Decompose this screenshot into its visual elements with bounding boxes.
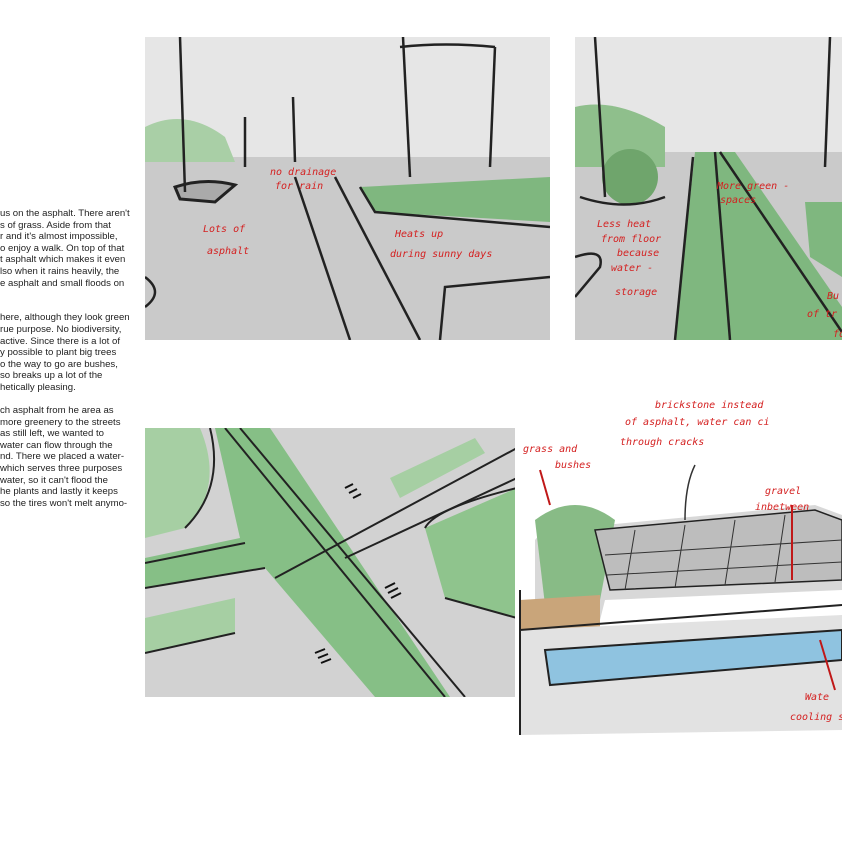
note: Heats up <box>394 229 443 240</box>
p1-line: e asphalt and small floods on <box>0 277 125 289</box>
note: bushes <box>555 460 591 471</box>
note: inbetween <box>755 502 809 513</box>
p1-line: lso when it rains heavily, the <box>0 265 120 277</box>
note: water - <box>611 263 653 274</box>
p3-line: nd. There we placed a water- <box>0 451 125 463</box>
p2-line: y possible to plant big trees <box>0 347 117 359</box>
p2-line: so breaks up a lot of the <box>0 370 103 382</box>
p2-line: rue purpose. No biodiversity, <box>0 323 122 335</box>
note: Less heat <box>597 219 651 230</box>
p2-line: o the way to go are bushes, <box>0 358 118 370</box>
sketch-street-before: no drainage for rain Lots of asphalt Hea… <box>145 37 550 340</box>
note: brickstone instead <box>655 400 764 411</box>
sketch-intersection-topview <box>145 428 517 697</box>
p1-line: t asphalt which makes it even <box>0 254 126 266</box>
p3-line: as still left, we wanted to <box>0 428 104 440</box>
note: fo <box>833 329 842 340</box>
p1-line: r and it's almost impossible, <box>0 231 118 243</box>
p1-line: us on the asphalt. There aren't <box>0 208 130 219</box>
note: for rain <box>275 181 323 192</box>
note: from floor <box>601 234 661 245</box>
note: asphalt <box>207 246 249 257</box>
note: through cracks <box>620 437 704 448</box>
note: grass and <box>523 444 578 455</box>
p1-line: s of grass. Aside from that <box>0 219 111 231</box>
body-text: us on the asphalt. There aren't s of gra… <box>0 208 140 509</box>
note: Bu <box>827 291 839 302</box>
note: of asphalt, water can ci <box>625 417 770 428</box>
p3-line: he plants and lastly it keeps <box>0 486 118 498</box>
p3-line: more greenery to the streets <box>0 416 121 428</box>
note: spaces <box>720 195 756 206</box>
note: cooling s <box>790 712 842 723</box>
p3-line: water can flow through the <box>0 439 113 451</box>
note: More green - <box>716 181 789 192</box>
note: no drainage <box>270 167 336 178</box>
note: of tr <box>807 309 837 320</box>
note: gravel <box>765 486 801 497</box>
p2-line: hetically pleasing. <box>0 381 76 393</box>
note: Wate <box>805 692 829 703</box>
sketch-street-after: More green - spaces Less heat from floor… <box>575 37 842 340</box>
p3-line: water, so it can't flood the <box>0 474 108 486</box>
p3-line: ch asphalt from he area as <box>0 405 114 417</box>
sketch-street-section: brickstone instead of asphalt, water can… <box>515 390 842 740</box>
p2-line: active. Since there is a lot of <box>0 335 120 347</box>
p1-line: o enjoy a walk. On top of that <box>0 242 125 254</box>
note: Lots of <box>203 224 246 235</box>
p3-line: so the tires won't melt anymo- <box>0 497 128 509</box>
note: during sunny days <box>390 249 492 260</box>
p2-line: here, although they look green <box>0 312 130 324</box>
note: because <box>617 248 659 259</box>
p3-line: which serves three purposes <box>0 463 123 475</box>
note: storage <box>615 287 657 298</box>
